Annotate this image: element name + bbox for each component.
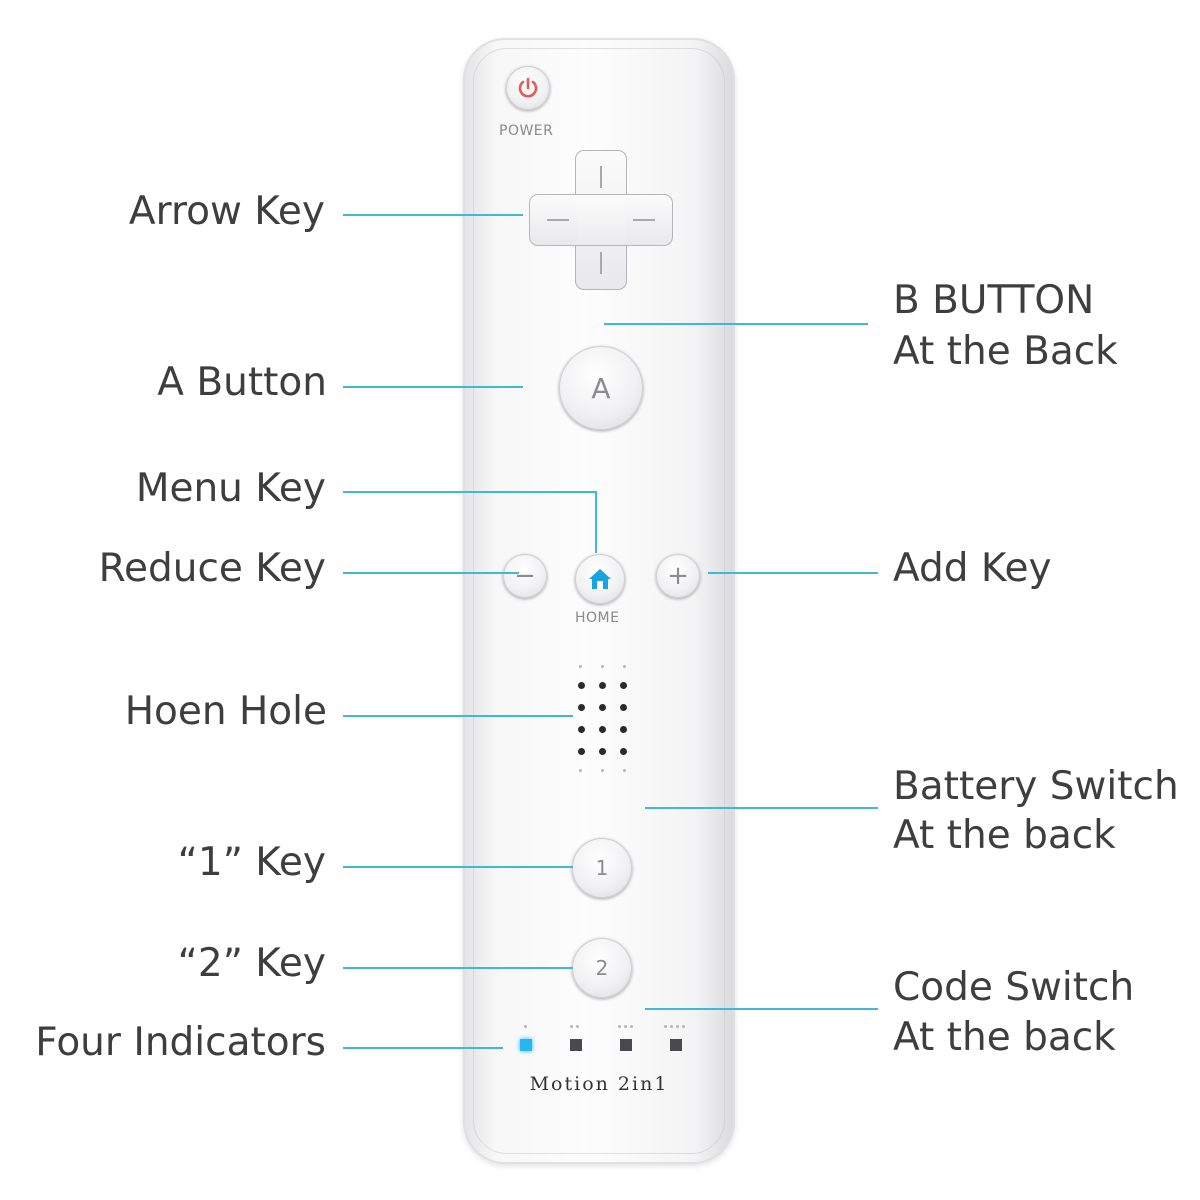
minus-icon: − — [514, 561, 536, 591]
indicator-led-2 — [570, 1039, 582, 1051]
leader-a-button — [343, 386, 523, 388]
leader-menu-key-v — [595, 491, 597, 553]
label-b-button-line2: At the Back — [893, 329, 1118, 374]
plus-icon: + — [667, 561, 689, 591]
one-key-button[interactable]: 1 — [572, 838, 632, 898]
label-a-button: A Button — [157, 360, 327, 405]
leader-code-switch — [645, 1008, 878, 1010]
add-key-button[interactable]: + — [656, 554, 700, 598]
leader-key-2 — [343, 967, 573, 969]
two-key-button[interactable]: 2 — [572, 938, 632, 998]
leader-hoen-hole — [343, 715, 573, 717]
player-indicators — [518, 1023, 688, 1063]
label-battery-line1: Battery Switch — [893, 764, 1179, 809]
leader-battery-switch — [645, 807, 878, 809]
remote-controller-body: POWER A − HOME + — [463, 38, 735, 1164]
dpad-down-mark — [600, 252, 602, 274]
label-add-key: Add Key — [893, 546, 1052, 591]
leader-key-1 — [343, 866, 573, 868]
dpad-left-mark — [547, 219, 569, 221]
label-battery-line2: At the back — [893, 813, 1116, 858]
indicator-led-3 — [620, 1039, 632, 1051]
leader-arrow-key — [343, 214, 523, 216]
label-key-2: “2” Key — [177, 941, 326, 986]
label-b-button-line1: B BUTTON — [893, 278, 1095, 323]
power-label: POWER — [499, 123, 554, 139]
home-icon — [589, 569, 611, 589]
label-code-line1: Code Switch — [893, 965, 1135, 1010]
indicator-led-1-active — [520, 1039, 532, 1051]
power-button[interactable] — [506, 66, 550, 110]
dpad-center — [577, 196, 625, 244]
leader-reduce-key — [343, 572, 519, 574]
leader-add-key — [708, 572, 878, 574]
label-four-indicators: Four Indicators — [35, 1020, 326, 1065]
home-label: HOME — [575, 610, 620, 626]
a-button[interactable]: A — [559, 346, 643, 430]
brand-text: Motion 2in1 — [529, 1073, 669, 1095]
leader-four-indicators — [343, 1047, 503, 1049]
dpad-right-mark — [633, 219, 655, 221]
label-key-1: “1” Key — [177, 840, 326, 885]
power-icon — [518, 77, 538, 98]
label-menu-key: Menu Key — [135, 466, 326, 511]
leader-b-button — [604, 323, 868, 325]
speaker-hole-grid — [573, 663, 633, 775]
label-reduce-key: Reduce Key — [98, 546, 326, 591]
label-code-line2: At the back — [893, 1015, 1116, 1060]
indicator-led-4 — [670, 1039, 682, 1051]
label-hoen-hole: Hoen Hole — [124, 689, 327, 734]
leader-menu-key-h — [343, 491, 597, 493]
two-key-text: 2 — [595, 956, 609, 980]
home-menu-button[interactable] — [575, 554, 625, 604]
reduce-key-button[interactable]: − — [503, 554, 547, 598]
one-key-text: 1 — [595, 856, 609, 880]
dpad-up-mark — [600, 166, 602, 188]
a-button-letter: A — [591, 371, 611, 405]
arrow-key-dpad[interactable] — [529, 150, 673, 290]
label-arrow-key: Arrow Key — [128, 189, 325, 234]
